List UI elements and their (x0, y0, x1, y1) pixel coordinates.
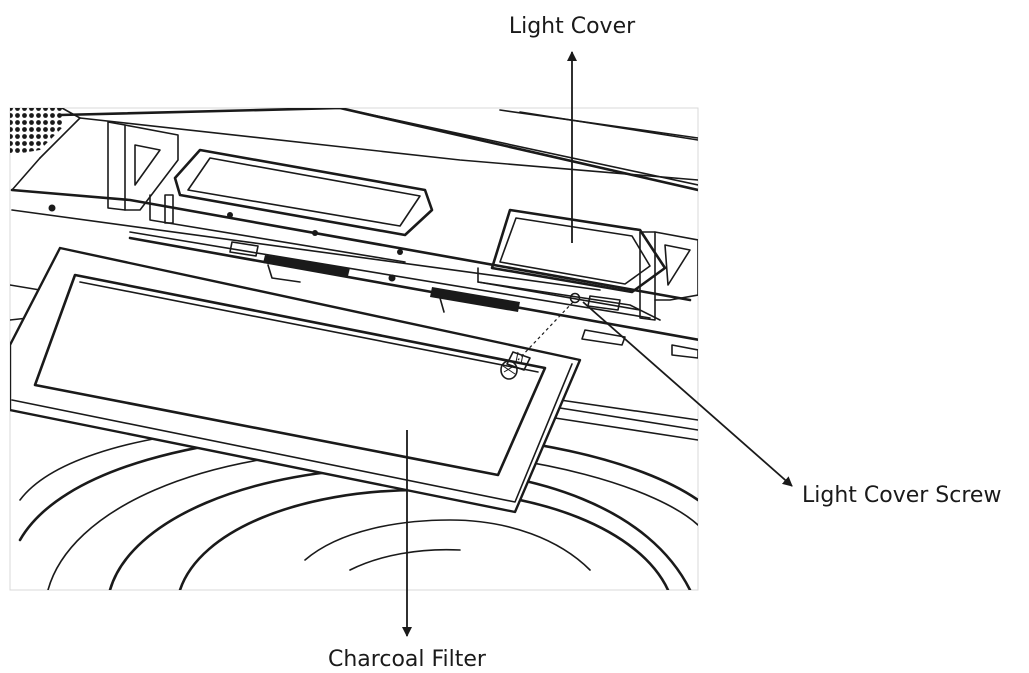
light-cover-label: Light Cover (509, 14, 636, 39)
light-cover-screw-label: Light Cover Screw (802, 483, 1001, 508)
charcoal-filter-label: Charcoal Filter (328, 647, 487, 672)
